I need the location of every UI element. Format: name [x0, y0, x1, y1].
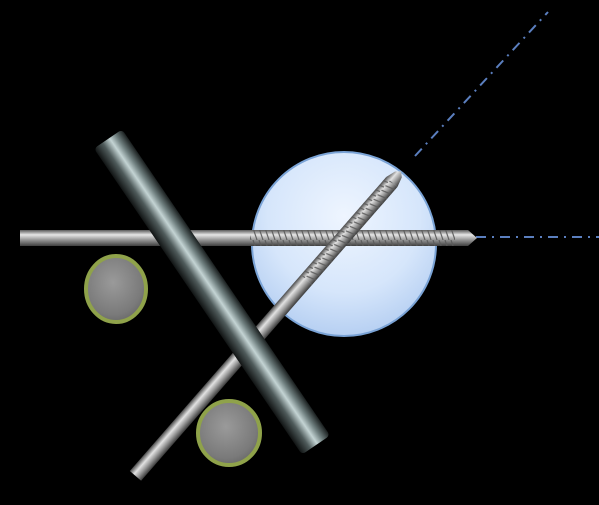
- large-rod: [95, 130, 329, 454]
- diagonal-trajectory-line: [414, 11, 549, 157]
- diagonal-threaded-pin: [129, 171, 402, 481]
- left-cortical-circle: [84, 254, 148, 324]
- bottom-cortical-circle: [196, 399, 262, 467]
- horizontal-threaded-pin: [20, 230, 477, 246]
